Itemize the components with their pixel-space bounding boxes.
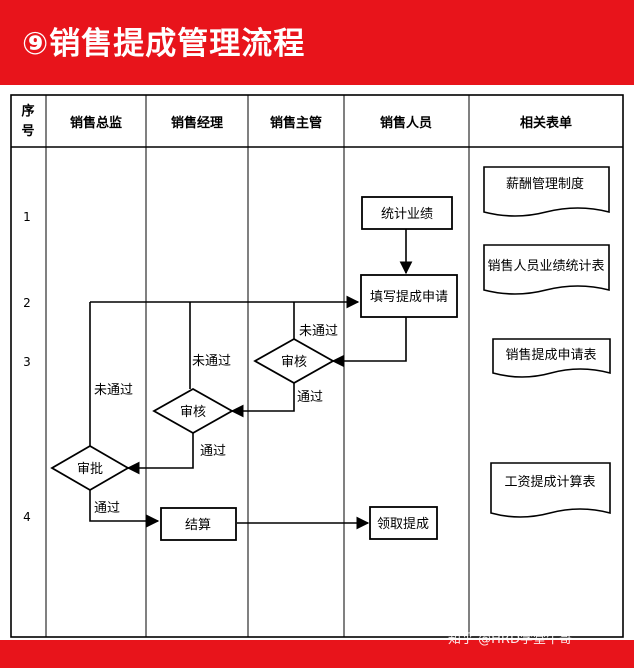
- node-manager-review: 审核: [180, 405, 206, 420]
- node-settle-box: [160, 507, 237, 541]
- doc-commission-calc-sheet: 工资提成计算表: [504, 474, 595, 490]
- node-fill-request: 填写提成申请: [370, 289, 448, 305]
- edge-director-pass: [89, 490, 160, 528]
- header-seq-top: 序: [21, 103, 34, 119]
- node-stats-box: [361, 196, 453, 230]
- node-fill-request-box: [360, 274, 458, 318]
- label-director-pass: 通过: [94, 501, 120, 516]
- node-stats: 统计业绩: [381, 207, 433, 222]
- node-receive: 领取提成: [377, 516, 429, 532]
- label-manager-pass: 通过: [200, 444, 226, 459]
- watermark: 知乎 @HRD学堂牛哥: [448, 632, 572, 647]
- doc-shape-3: [492, 338, 611, 378]
- header-sales-supervisor: 销售主管: [270, 115, 322, 131]
- header-related-forms: 相关表单: [520, 115, 572, 131]
- label-director-reject: 未通过: [94, 383, 133, 398]
- title-bar: ⑨销售提成管理流程: [0, 0, 634, 82]
- node-director-approve: 审批: [77, 462, 103, 477]
- row-number-3: 3: [23, 355, 31, 369]
- row-number-2: 2: [23, 296, 31, 310]
- edge-request-to-supervisor-review: [331, 317, 407, 368]
- node-director-approve-diamond: [50, 444, 130, 492]
- node-supervisor-review: 审核: [281, 355, 307, 370]
- node-supervisor-review-diamond: [253, 337, 335, 385]
- node-manager-review-diamond: [152, 387, 234, 435]
- doc-shape-1: [483, 166, 610, 217]
- edge-supervisor-pass: [230, 383, 295, 418]
- doc-shape-4: [490, 462, 611, 518]
- row-number-4: 4: [23, 510, 31, 524]
- node-receive-box: [369, 506, 438, 540]
- doc-sales-performance-sheet: 销售人员业绩统计表: [487, 258, 604, 274]
- doc-salary-policy: 薪酬管理制度: [506, 176, 584, 192]
- header-sales-manager: 销售经理: [171, 115, 223, 131]
- header-salesperson: 销售人员: [380, 115, 432, 131]
- label-supervisor-pass: 通过: [297, 390, 323, 405]
- doc-commission-request-form: 销售提成申请表: [505, 347, 596, 363]
- edge-manager-pass: [126, 433, 194, 475]
- page-title: ⑨销售提成管理流程: [22, 26, 306, 62]
- swimlane-table: [10, 94, 624, 638]
- row-number-1: 1: [23, 210, 31, 224]
- header-seq-bottom: 号: [21, 124, 34, 139]
- header-sales-director: 销售总监: [70, 115, 122, 131]
- doc-shape-2: [483, 244, 610, 295]
- label-supervisor-reject: 未通过: [299, 324, 338, 339]
- label-manager-reject: 未通过: [192, 354, 231, 369]
- node-settle: 结算: [185, 518, 211, 533]
